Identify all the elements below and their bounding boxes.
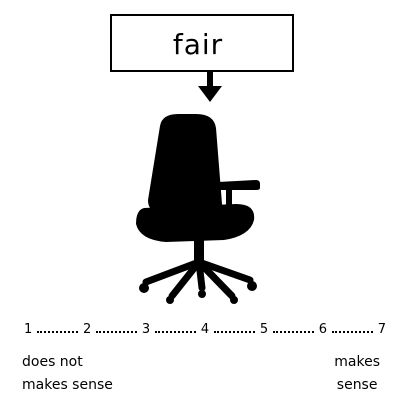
rating-scale: 1 2 3 4 5 6 7 [22, 322, 388, 337]
scale-dots [37, 323, 78, 333]
left-anchor-line-1: does not [22, 354, 83, 370]
scale-point-2[interactable]: 2 [82, 322, 92, 337]
scale-right-anchor: makes sense [334, 351, 380, 397]
scale-dots [155, 323, 196, 333]
right-anchor-line-2: sense [336, 377, 378, 393]
word-label: fair [172, 27, 224, 61]
scale-dots [273, 323, 314, 333]
scale-point-3[interactable]: 3 [141, 322, 151, 337]
left-anchor-line-2: makes sense [22, 377, 113, 393]
scale-dots [214, 323, 255, 333]
scale-point-5[interactable]: 5 [259, 322, 269, 337]
scale-point-1[interactable]: 1 [24, 322, 33, 337]
scale-dots [96, 323, 137, 333]
scale-point-7[interactable]: 7 [377, 322, 386, 337]
scale-point-4[interactable]: 4 [200, 322, 210, 337]
scale-dots [332, 323, 373, 333]
arrow-down-icon [198, 72, 222, 102]
word-label-box: fair [110, 14, 294, 72]
right-anchor-line-1: makes [334, 354, 380, 370]
scale-point-6[interactable]: 6 [318, 322, 328, 337]
office-chair-icon [136, 114, 260, 304]
scale-left-anchor: does not makes sense [22, 351, 113, 397]
